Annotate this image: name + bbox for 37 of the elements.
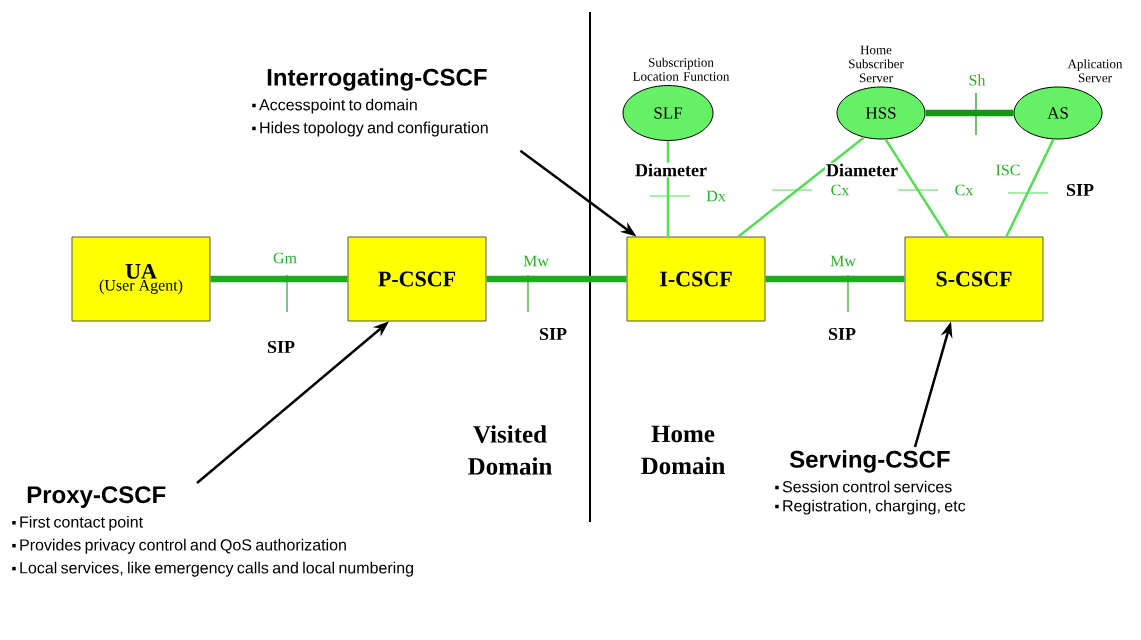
connector-line bbox=[210, 275, 348, 283]
interface-label: ISC bbox=[996, 164, 1020, 176]
callout-text: Serving-CSCF Session control services Registration, charging, etc bbox=[775, 450, 966, 515]
protocol-label: SIP bbox=[538, 326, 568, 342]
connector-line bbox=[1005, 138, 1055, 238]
protocol-label: SIP bbox=[827, 326, 857, 342]
protocol-label: Diameter bbox=[825, 162, 899, 178]
interface-label: Mw bbox=[830, 255, 856, 267]
process-box: UA (User Agent) bbox=[71, 236, 211, 322]
process-box: P-CSCF bbox=[347, 236, 487, 322]
connector-line bbox=[666, 141, 670, 237]
connector-line bbox=[925, 109, 1014, 117]
connector-line bbox=[486, 275, 627, 283]
interface-label: Gm bbox=[273, 252, 297, 264]
process-box: I-CSCF bbox=[626, 236, 766, 322]
protocol-label: Diameter bbox=[634, 162, 708, 178]
ellipse-node: AS bbox=[1013, 86, 1103, 140]
callout-text: Proxy-CSCF First contact point Provides privacy control and QoS authorization Local services, like emergency calls and local numbering bbox=[12, 486, 413, 577]
ellipse-node: SLF bbox=[622, 85, 714, 141]
protocol-label: SIP bbox=[266, 339, 296, 355]
interface-label: Sh bbox=[969, 74, 986, 86]
callout-text: Interrogating-CSCF Accesspoint to domain Hides topology and configuration bbox=[252, 68, 488, 137]
connector-line bbox=[737, 136, 865, 238]
connector-line bbox=[884, 138, 949, 238]
node-caption: Home Subscriber Server bbox=[849, 45, 904, 83]
interface-label: Mw bbox=[523, 255, 549, 267]
node-caption: Aplication Server bbox=[1067, 59, 1123, 83]
interface-label: Cx bbox=[955, 184, 974, 196]
protocol-label: SIP bbox=[1065, 182, 1095, 198]
connector-line bbox=[765, 275, 905, 283]
ellipse-node: HSS bbox=[836, 86, 926, 140]
interface-label: Cx bbox=[831, 184, 850, 196]
process-box: S-CSCF bbox=[904, 236, 1044, 322]
interface-label: Dx bbox=[706, 190, 726, 202]
node-caption: Subscription Location Function bbox=[633, 57, 730, 81]
domain-label: Visited Domain bbox=[468, 425, 552, 475]
domain-label: Home Domain bbox=[641, 425, 725, 475]
